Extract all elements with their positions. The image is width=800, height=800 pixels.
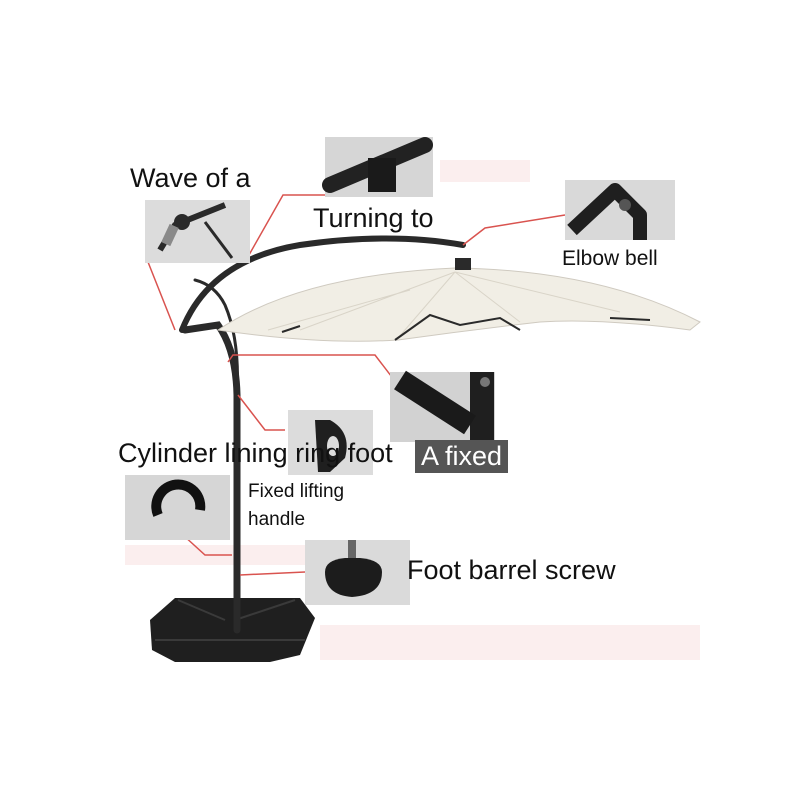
cylinder-lining-ring-foot-label: Cylinder lining ring foot xyxy=(118,438,393,468)
elbow-bell-label: Elbow bell xyxy=(562,247,658,270)
bg-block xyxy=(320,625,700,660)
umbrella-pole xyxy=(179,235,466,634)
foot-screw-thumbnail xyxy=(305,540,410,605)
umbrella-canopy xyxy=(216,258,701,342)
bg-block xyxy=(440,160,530,182)
turning-to-label: Turning to xyxy=(313,203,434,233)
elbow-thumbnail xyxy=(565,180,675,240)
fixed-joint-thumbnail xyxy=(390,370,495,442)
turning-joint-thumbnail xyxy=(322,137,433,197)
crank-handle-thumbnail xyxy=(145,200,250,263)
weighted-base xyxy=(150,598,315,662)
lifting-handle-thumbnail xyxy=(288,410,373,475)
handle-label: handle xyxy=(248,509,306,530)
wave-of-a-label: Wave of a xyxy=(130,163,251,193)
a-fixed-label: A fixed xyxy=(415,440,509,473)
cylinder-ring-thumbnail xyxy=(125,475,230,540)
leader-lines xyxy=(147,194,566,576)
fixed-lifting-label: Fixed lifting xyxy=(248,481,345,502)
foot-barrel-screw-label: Foot barrel screw xyxy=(407,555,616,585)
